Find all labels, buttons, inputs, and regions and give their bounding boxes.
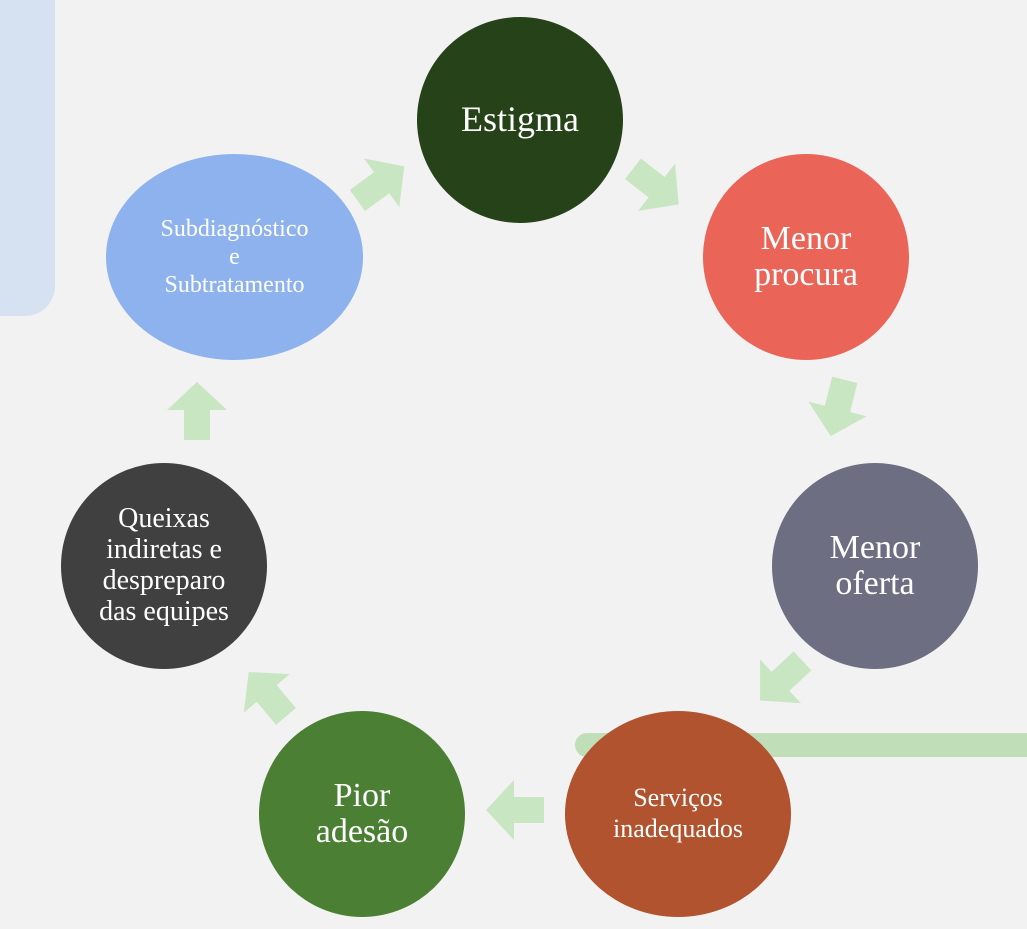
node-pior-adesao-label: Pior adesão xyxy=(315,777,409,850)
arrow-adesao-to-queixas xyxy=(243,672,296,725)
node-estigma-label: Estigma xyxy=(461,99,579,140)
arrow-subdiag-to-estigma xyxy=(349,158,405,211)
node-subdiagnostico-label: Subdiagnóstico e Subtratamento xyxy=(160,215,309,299)
node-menor-procura: Menor procura xyxy=(703,154,909,360)
arrow-servicos-to-adesao xyxy=(486,780,544,840)
arrow-estigma-to-procura xyxy=(624,158,679,211)
node-estigma: Estigma xyxy=(417,17,623,223)
node-pior-adesao: Pior adesão xyxy=(259,711,465,917)
node-servicos-inadequados: Serviços inadequados xyxy=(565,711,791,917)
node-menor-oferta-label: Menor oferta xyxy=(829,529,921,602)
arrow-queixas-to-subdiag xyxy=(167,382,227,440)
node-subdiagnostico: Subdiagnóstico e Subtratamento xyxy=(106,154,363,360)
node-queixas-indiretas-label: Queixas indiretas e despreparo das equip… xyxy=(99,503,229,627)
arrow-oferta-to-servicos xyxy=(760,651,812,704)
decorative-panel-left xyxy=(0,0,55,316)
node-servicos-inadequados-label: Serviços inadequados xyxy=(613,783,743,843)
node-queixas-indiretas: Queixas indiretas e despreparo das equip… xyxy=(61,463,267,669)
arrow-procura-to-oferta xyxy=(808,376,867,437)
node-menor-oferta: Menor oferta xyxy=(772,463,978,669)
node-menor-procura-label: Menor procura xyxy=(754,220,858,293)
